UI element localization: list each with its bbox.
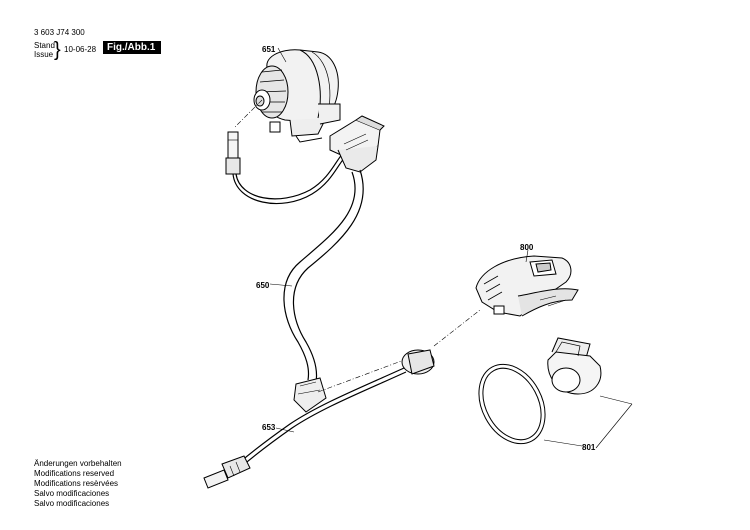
part-801-clip[interactable] bbox=[547, 337, 602, 395]
label-651: 651 bbox=[262, 45, 276, 54]
label-801: 801 bbox=[582, 443, 596, 452]
note-es: Salvo modificaciones bbox=[34, 489, 110, 498]
brace-symbol: } bbox=[54, 39, 61, 61]
figure-label: Fig./Abb.1 bbox=[103, 41, 161, 54]
issue-date: 10-06-28 bbox=[64, 45, 97, 54]
label-650: 650 bbox=[256, 281, 270, 290]
modification-notes: Änderungen vorbehalten Modifications res… bbox=[34, 459, 122, 509]
note-es-2: Salvo modificaciones bbox=[34, 499, 110, 508]
note-de: Änderungen vorbehalten bbox=[34, 459, 122, 468]
issue-label: Issue bbox=[34, 50, 54, 59]
part-801-ring[interactable] bbox=[466, 353, 558, 455]
label-800: 800 bbox=[520, 243, 534, 252]
part-800-housing[interactable] bbox=[475, 255, 579, 317]
part-650-top-plug[interactable] bbox=[225, 131, 347, 205]
note-fr: Modifications resèrvées bbox=[34, 479, 119, 488]
note-en: Modifications reserved bbox=[34, 469, 115, 478]
part-650-flex-cable[interactable] bbox=[283, 169, 364, 413]
label-653: 653 bbox=[262, 423, 276, 432]
part-number: 3 603 J74 300 bbox=[34, 28, 85, 37]
stand-label: Stand bbox=[34, 41, 55, 50]
part-651-motor-head[interactable] bbox=[253, 49, 341, 143]
part-653-cable[interactable] bbox=[203, 349, 435, 489]
part-650-switch-housing[interactable] bbox=[329, 115, 385, 173]
